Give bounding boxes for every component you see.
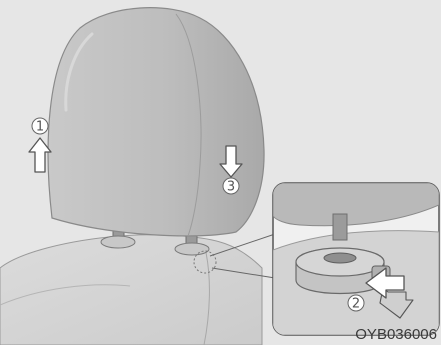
callout-3: 3 (223, 178, 239, 195)
callout-1: 1 (32, 118, 48, 135)
inset-detail (273, 183, 439, 335)
post-collar-right (175, 243, 209, 255)
post-collar-left (101, 236, 135, 248)
callout-1-label: 1 (36, 120, 44, 135)
callout-2-label: 2 (352, 297, 360, 312)
callout-3-label: 3 (227, 180, 235, 195)
figure-code: OYB036006 (355, 326, 437, 343)
inset-collar-hole (324, 253, 356, 263)
callout-2: 2 (348, 295, 364, 312)
inset-post (333, 214, 347, 240)
